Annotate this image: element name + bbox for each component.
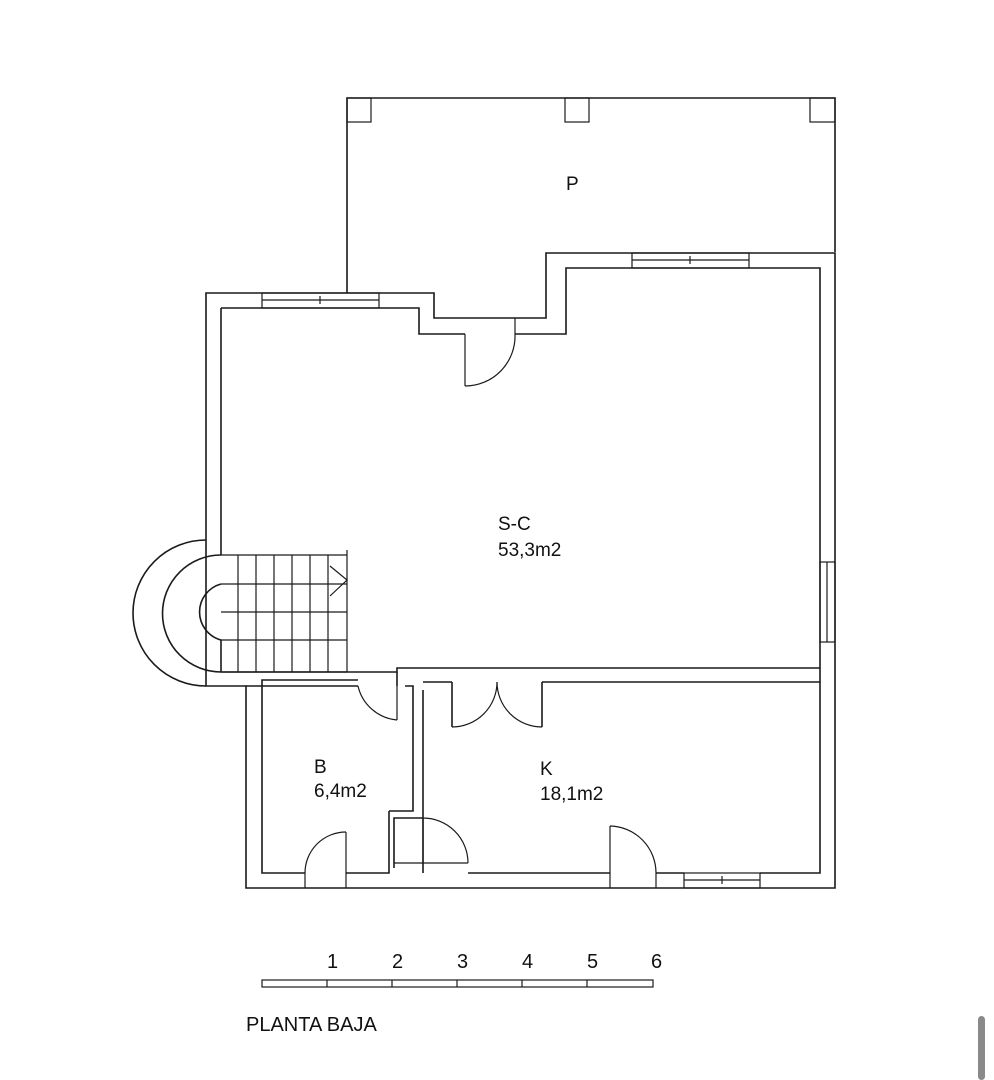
closet-door xyxy=(393,817,469,868)
plan-title: PLANTA BAJA xyxy=(246,1014,377,1036)
living-room-label: S-C xyxy=(498,514,531,535)
bath-outer-inner-wall xyxy=(261,679,358,874)
bathroom-area: 6,4m2 xyxy=(314,781,367,802)
scale-tick-label: 1 xyxy=(327,951,338,973)
window-right xyxy=(819,561,836,643)
window-top-right xyxy=(631,252,750,269)
exterior-wall-outer xyxy=(205,252,836,889)
scale-tick-label: 6 xyxy=(651,951,662,973)
bathroom-label: B xyxy=(314,757,327,778)
scale-tick-label: 5 xyxy=(587,951,598,973)
kitchen-double-door xyxy=(451,681,543,728)
porch-column-left xyxy=(346,97,372,123)
staircase xyxy=(132,539,348,687)
window-top-left xyxy=(261,292,380,309)
partition-wall xyxy=(221,667,820,812)
porch-label: P xyxy=(566,174,579,195)
kitchen-label: K xyxy=(540,759,553,780)
scale-bar: 1 2 3 4 5 6 xyxy=(261,951,662,988)
kitchen-area: 18,1m2 xyxy=(540,784,603,805)
kitchen-door-bottom xyxy=(609,825,657,888)
scale-tick-label: 3 xyxy=(457,951,468,973)
scrollbar-thumb[interactable] xyxy=(978,1016,985,1080)
entrance-door xyxy=(464,318,516,387)
porch-outline xyxy=(346,97,836,293)
scale-tick-label: 4 xyxy=(522,951,533,973)
exterior-wall-inner xyxy=(221,267,821,874)
bath-inner-wall-bottom xyxy=(346,811,390,874)
scale-tick-label: 2 xyxy=(392,951,403,973)
porch-column-right xyxy=(809,97,836,123)
stair-direction-arrow xyxy=(329,565,348,597)
bathroom-door-top xyxy=(357,685,398,721)
window-kitchen-bottom xyxy=(683,872,761,889)
bathroom-door-bottom xyxy=(304,831,347,888)
living-room-area: 53,3m2 xyxy=(498,540,561,561)
porch-column-center xyxy=(564,97,590,123)
